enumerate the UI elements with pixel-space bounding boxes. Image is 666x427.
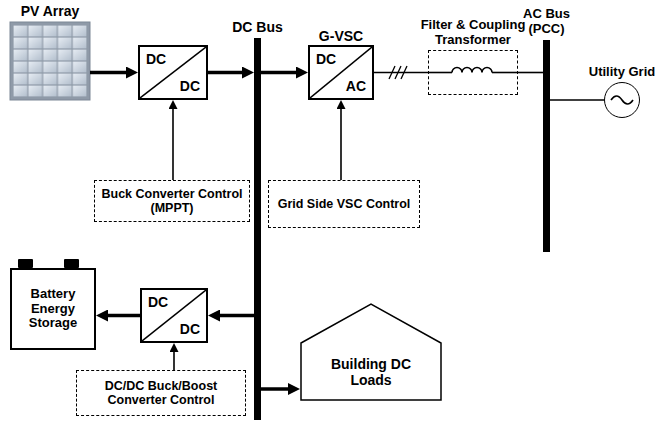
heading-label: DC Bus (232, 19, 283, 35)
port-label: DC (180, 78, 200, 94)
utility-grid: Utility Grid (604, 82, 640, 118)
port-label: AC (346, 78, 366, 94)
heading-label: PV Array (21, 3, 80, 19)
converter-diagonal (140, 47, 206, 98)
inductor-symbol (428, 68, 518, 73)
dc-dc-converter: DC DC (140, 288, 208, 343)
filter-transformer: Filter & Coupling Transformer (428, 50, 518, 95)
port-label: DC (146, 51, 166, 67)
box-label: Buck Converter Control (MPPT) (99, 187, 245, 216)
pv-panel (10, 22, 90, 100)
connector-arrow (90, 71, 126, 75)
heading-label: Filter & Coupling Transformer (419, 18, 527, 48)
heading-label: AC Bus (PCC) (515, 7, 579, 37)
connector-arrow (518, 72, 543, 74)
box-label: Grid Side VSC Control (278, 197, 411, 211)
box-label: DC/DC Buck/Boost Converter Control (81, 379, 241, 408)
connector-arrow (220, 314, 254, 318)
box-label: Building DC Loads (325, 356, 417, 388)
connector-arrow (108, 314, 140, 318)
load-arrow: Building DC Loads (300, 303, 442, 401)
heading-label: G-VSC (319, 28, 363, 44)
connector-arrow (172, 109, 174, 180)
text-area: Building DC Loads (300, 343, 442, 401)
port-label: DC (180, 321, 200, 337)
grid-vsc: G-VSCDCAC (308, 45, 374, 100)
ac-bus: AC Bus (PCC) (543, 40, 550, 252)
battery-terminals (18, 259, 79, 268)
connector-arrow (261, 387, 288, 391)
connector-arrow (173, 352, 175, 370)
ac-source-symbol (611, 96, 633, 104)
heading-label: Utility Grid (589, 65, 655, 80)
port-label: DC (316, 51, 336, 67)
connector-arrow (208, 71, 242, 75)
connector-arrow (261, 71, 296, 75)
port-label: DC (148, 294, 168, 310)
pv-array: PV Array (10, 22, 90, 100)
control-box: Grid Side VSC Control (268, 180, 420, 228)
connector-arrow (550, 99, 604, 101)
dc-dc-converter: DC DC (138, 45, 208, 100)
battery-box: Battery Energy Storage (10, 268, 96, 350)
dc-bus: DC Bus (254, 38, 261, 420)
connector-arrow (340, 109, 342, 180)
load-arrow-outline (301, 304, 441, 400)
control-box: DC/DC Buck/Boost Converter Control (76, 370, 246, 416)
converter-diagonal (310, 47, 372, 98)
box-label: Battery Energy Storage (16, 287, 90, 332)
control-box: Buck Converter Control (MPPT) (94, 180, 250, 222)
connector-arrow (374, 72, 428, 74)
converter-diagonal (142, 290, 206, 341)
